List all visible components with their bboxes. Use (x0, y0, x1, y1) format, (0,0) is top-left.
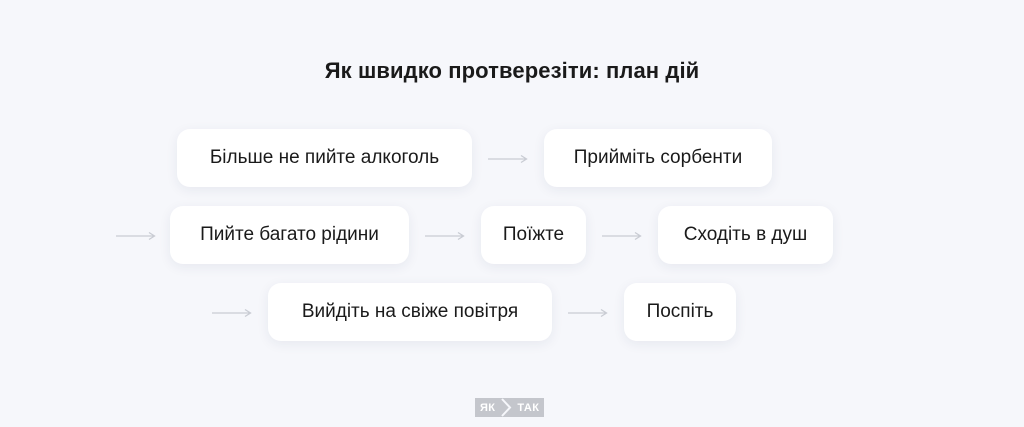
step-card-7: Поспіть (624, 283, 736, 341)
logo-right-text: ТАК (512, 398, 545, 417)
yak-tak-logo: ЯК ТАК (475, 398, 545, 417)
logo-left-text: ЯК (475, 398, 501, 417)
arrow-icon (425, 231, 465, 241)
diagram-title: Як швидко протверезіти: план дій (324, 58, 700, 83)
arrow-icon (488, 154, 528, 164)
arrow-icon (212, 308, 252, 318)
arrow-icon (568, 308, 608, 318)
step-card-5: Сходіть в душ (658, 206, 833, 264)
arrow-icon (116, 231, 156, 241)
step-card-3: Пийте багато рідини (170, 206, 409, 264)
step-card-1: Більше не пийте алкоголь (177, 129, 472, 187)
step-card-4: Поїжте (481, 206, 586, 264)
step-card-2: Прийміть сорбенти (544, 129, 772, 187)
step-card-6: Вийдіть на свіже повітря (268, 283, 552, 341)
arrow-icon (602, 231, 642, 241)
chevron-right-icon (500, 398, 513, 417)
